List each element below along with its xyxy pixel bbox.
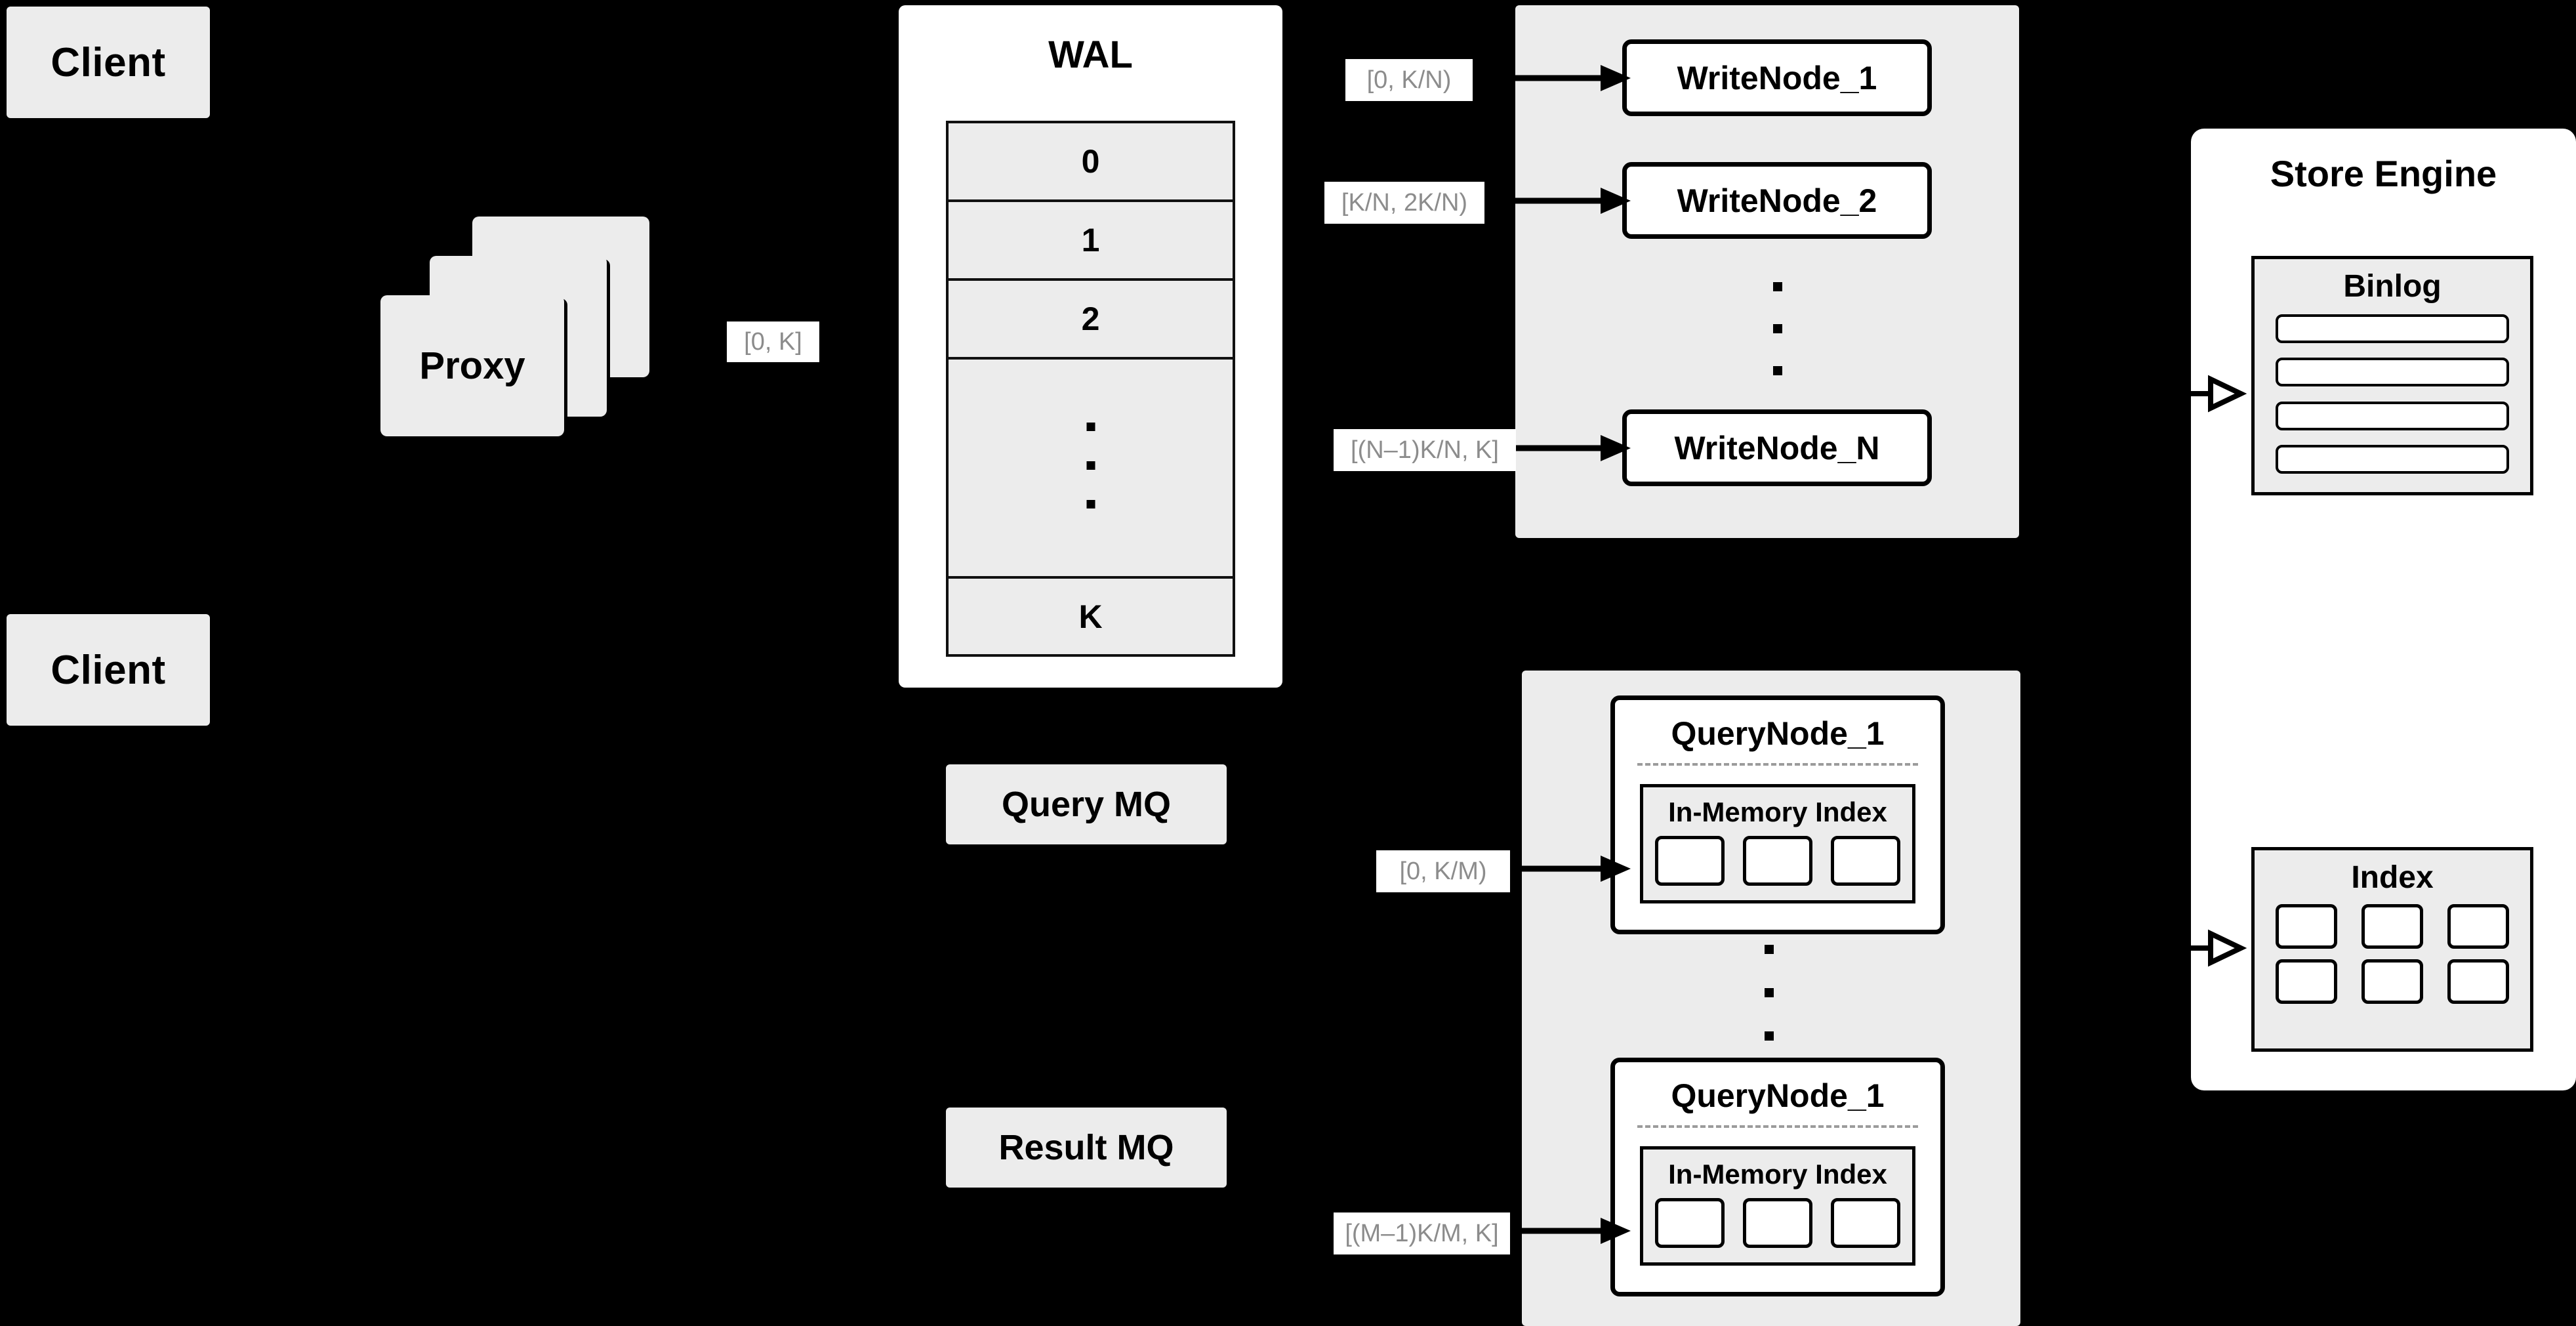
index-cell[interactable]: [2361, 904, 2423, 949]
in-memory-index-cells: [1643, 1198, 1912, 1248]
index-cell[interactable]: [1743, 836, 1812, 886]
arrow-mq-to-querynode-1: [1509, 856, 1631, 882]
wal-entry-label: 0: [1081, 143, 1100, 180]
edge-label-mq-to-querynode-1: [0, K/M): [1376, 850, 1510, 892]
query-node-title: QueryNode_1: [1671, 715, 1885, 752]
wal-entry-label: K: [1078, 598, 1103, 635]
edge-label-text: [(N–1)K/N, K]: [1351, 436, 1499, 464]
edge-label-proxy-to-wal: [0, K]: [727, 321, 819, 362]
proxy-stack[interactable]: Proxy: [380, 217, 669, 440]
arrow-mq-to-querynode-m: [1509, 1218, 1631, 1244]
index-cell[interactable]: [1831, 1198, 1900, 1248]
query-node-title: QueryNode_1: [1671, 1077, 1885, 1114]
binlog-title: Binlog: [2343, 269, 2442, 304]
index-cell[interactable]: [1743, 1198, 1812, 1248]
vertical-ellipsis-icon: [1086, 423, 1095, 508]
arrow-wal-to-writenode-2: [1509, 188, 1631, 214]
binlog-row[interactable]: [2276, 314, 2509, 343]
edge-label-text: [(M–1)K/M, K]: [1345, 1220, 1499, 1247]
binlog-row[interactable]: [2276, 358, 2509, 387]
edge-label-text: [K/N, 2K/N): [1341, 189, 1468, 217]
in-memory-index-panel: In-Memory Index: [1640, 1146, 1915, 1266]
in-memory-index-panel: In-Memory Index: [1640, 784, 1915, 903]
wal-entry[interactable]: 1: [949, 202, 1233, 281]
index-cell-grid: [2269, 904, 2516, 1004]
arrow-to-index: [2178, 929, 2247, 967]
client-node-1[interactable]: Client: [7, 7, 210, 118]
binlog-row[interactable]: [2276, 444, 2509, 474]
index-cell[interactable]: [2361, 959, 2423, 1004]
edge-label-wal-to-writenode-1: [0, K/N): [1345, 59, 1473, 101]
index-cell[interactable]: [2276, 959, 2338, 1004]
index-cell[interactable]: [2276, 904, 2338, 949]
store-engine-title: Store Engine: [2270, 153, 2497, 194]
index-cell[interactable]: [2447, 904, 2509, 949]
edge-label-text: [0, K/N): [1366, 66, 1452, 94]
query-mq-label: Query MQ: [1001, 785, 1172, 824]
wal-entry-label: 1: [1081, 222, 1100, 259]
binlog-row-list: [2276, 314, 2509, 474]
binlog-row[interactable]: [2276, 401, 2509, 430]
wal-entry-label: 2: [1081, 300, 1100, 337]
write-node-label: WriteNode_2: [1677, 182, 1877, 219]
edge-label-text: [0, K]: [744, 328, 802, 356]
query-node-1[interactable]: QueryNode_1 In-Memory Index: [1610, 695, 1945, 934]
edge-label-wal-to-writenode-n: [(N–1)K/N, K]: [1334, 429, 1516, 471]
client-label: Client: [51, 647, 166, 693]
write-cluster-ellipsis-icon: [1773, 282, 1782, 375]
arrow-wal-to-writenode-1: [1509, 65, 1631, 91]
write-node-n[interactable]: WriteNode_N: [1622, 409, 1932, 486]
query-mq-node[interactable]: Query MQ: [946, 764, 1227, 844]
query-node-divider: [1637, 1125, 1918, 1128]
in-memory-index-cells: [1643, 836, 1912, 886]
wal-entry-list: 0 1 2 K: [946, 121, 1235, 657]
client-label: Client: [51, 39, 166, 85]
index-panel: Index: [2251, 847, 2533, 1052]
write-node-label: WriteNode_N: [1674, 429, 1880, 466]
query-cluster-ellipsis-icon: [1765, 945, 1774, 1041]
in-memory-index-title: In-Memory Index: [1668, 797, 1887, 827]
write-node-2[interactable]: WriteNode_2: [1622, 162, 1932, 239]
result-mq-label: Result MQ: [998, 1128, 1174, 1167]
edge-label-text: [0, K/M): [1399, 858, 1487, 885]
wal-entry-ellipsis: [949, 360, 1233, 579]
proxy-label: Proxy: [419, 344, 525, 387]
query-node-divider: [1637, 763, 1918, 766]
wal-entry[interactable]: 2: [949, 281, 1233, 360]
client-node-2[interactable]: Client: [7, 614, 210, 726]
arrow-wal-to-writenode-n: [1509, 435, 1631, 461]
wal-title: WAL: [1048, 33, 1133, 76]
wal-panel: WAL 0 1 2 K: [899, 5, 1282, 688]
index-cell[interactable]: [1655, 1198, 1725, 1248]
edge-label-wal-to-writenode-2: [K/N, 2K/N): [1324, 182, 1484, 224]
write-node-1[interactable]: WriteNode_1: [1622, 39, 1932, 116]
wal-entry[interactable]: K: [949, 579, 1233, 654]
index-cell[interactable]: [1655, 836, 1725, 886]
query-node-m[interactable]: QueryNode_1 In-Memory Index: [1610, 1058, 1945, 1296]
index-cell[interactable]: [1831, 836, 1900, 886]
index-title: Index: [2351, 860, 2434, 895]
wal-entry[interactable]: 0: [949, 123, 1233, 202]
arrow-to-binlog: [2178, 375, 2247, 413]
result-mq-node[interactable]: Result MQ: [946, 1108, 1227, 1188]
write-node-label: WriteNode_1: [1677, 59, 1877, 96]
store-engine-panel: Store Engine Binlog Index: [2191, 129, 2576, 1090]
binlog-panel: Binlog: [2251, 256, 2533, 495]
in-memory-index-title: In-Memory Index: [1668, 1159, 1887, 1190]
index-cell[interactable]: [2447, 959, 2509, 1004]
edge-label-mq-to-querynode-m: [(M–1)K/M, K]: [1334, 1212, 1510, 1254]
proxy-card-front[interactable]: Proxy: [380, 295, 564, 436]
